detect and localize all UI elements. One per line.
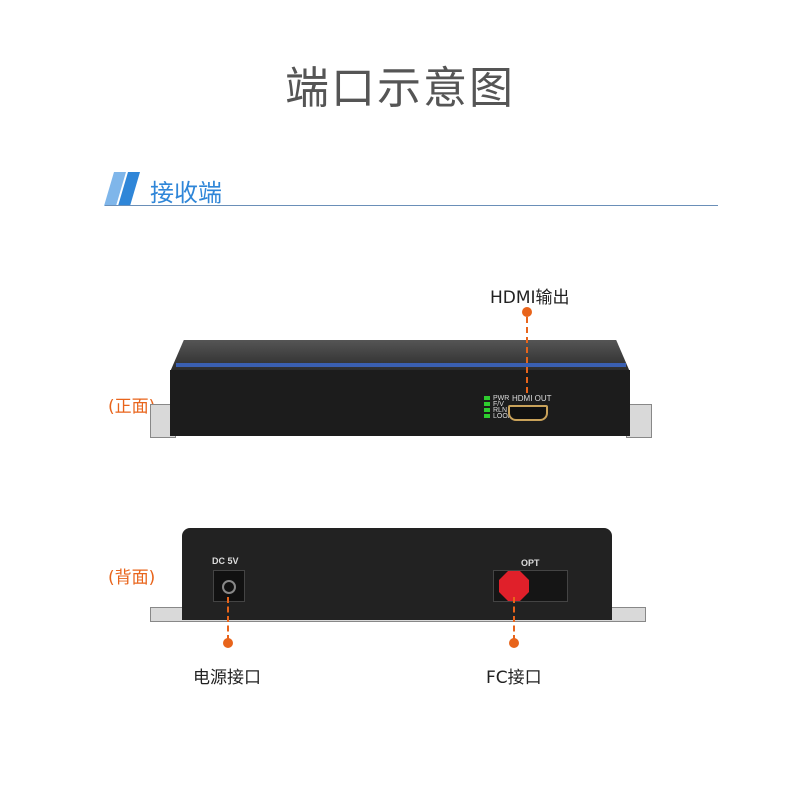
opt-port-label: OPT [521,558,540,568]
led-label: F/V [493,400,504,408]
led-icon [484,396,490,400]
led-group: PWR F/V RLN LOOP [484,394,513,420]
section-bar-icon [104,172,140,206]
back-side-label: (背面) [108,568,156,588]
hdmi-port-label: HDMI OUT [512,394,552,403]
callout-dot [522,307,532,317]
callout-line [526,317,528,393]
power-callout-label: 电源接口 [193,668,261,688]
callout-dot [509,638,519,648]
led-label: LOOP [493,412,513,420]
led-label: RLN [493,406,508,414]
callout-dot [223,638,233,648]
power-jack-icon [213,570,245,602]
device-stripe [176,363,626,367]
hdmi-callout-label: HDMI输出 [490,288,570,308]
power-port-label: DC 5V [212,556,239,566]
fc-dust-cap-icon [499,571,529,601]
led-icon [484,402,490,406]
led-icon [484,408,490,412]
callout-line [513,597,515,641]
device-top [170,340,630,372]
callout-line [227,597,229,641]
front-panel [170,370,630,436]
led-icon [484,414,490,418]
page-title: 端口示意图 [285,63,515,114]
fc-callout-label: FC接口 [486,668,542,688]
section-divider [105,205,718,206]
right-flange [626,404,652,438]
section-title: 接收端 [150,179,222,207]
led-label: PWR [493,394,510,402]
front-side-label: (正面) [108,397,156,417]
hdmi-port-icon [508,405,548,421]
